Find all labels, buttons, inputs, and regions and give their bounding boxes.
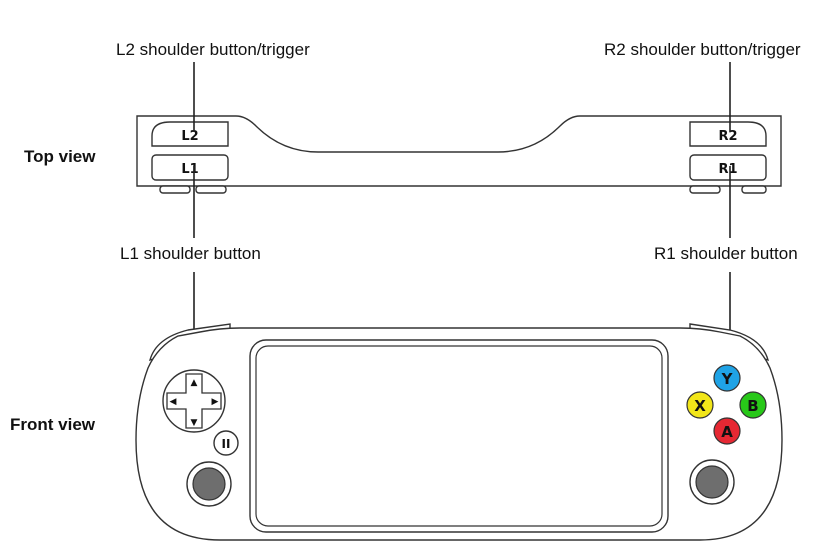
- b-button[interactable]: B: [739, 391, 767, 419]
- l1-callout-label: L1 shoulder button: [120, 244, 261, 263]
- r1-callout-label: R1 shoulder button: [654, 244, 798, 263]
- x-button-label: X: [694, 397, 706, 415]
- l2-button[interactable]: L2: [151, 121, 229, 147]
- r2-callout-label: R2 shoulder button/trigger: [604, 40, 801, 59]
- r2-button[interactable]: R2: [689, 121, 767, 147]
- r2-button-label: R2: [718, 129, 737, 144]
- screen: [249, 339, 669, 533]
- l2-button-label: L2: [181, 129, 198, 144]
- dpad-up-icon: ▲: [191, 378, 198, 388]
- right-thumbstick[interactable]: [689, 459, 735, 505]
- b-button-label: B: [747, 397, 758, 415]
- y-button-label: Y: [721, 370, 734, 388]
- x-button[interactable]: X: [686, 391, 714, 419]
- l2-callout-label: L2 shoulder button/trigger: [116, 40, 310, 59]
- top-view-outline: [136, 115, 782, 194]
- dpad-left-icon: ◀: [170, 397, 177, 407]
- dpad-right-icon: ▶: [212, 397, 219, 407]
- left-thumbstick[interactable]: [186, 461, 232, 507]
- l1-button-label: L1: [181, 162, 198, 177]
- pause-icon: II: [222, 437, 231, 451]
- a-button[interactable]: A: [713, 417, 741, 445]
- r1-button[interactable]: R1: [689, 154, 767, 181]
- a-button-label: A: [721, 423, 733, 441]
- dpad-down-icon: ▼: [191, 418, 198, 428]
- dpad[interactable]: ▲ ▼ ◀ ▶: [162, 369, 226, 433]
- l1-button[interactable]: L1: [151, 154, 229, 181]
- top-view-label: Top view: [24, 147, 96, 166]
- pause-button[interactable]: II: [213, 430, 239, 456]
- y-button[interactable]: Y: [713, 364, 741, 392]
- r1-button-label: R1: [718, 162, 737, 177]
- front-view-label: Front view: [10, 415, 96, 434]
